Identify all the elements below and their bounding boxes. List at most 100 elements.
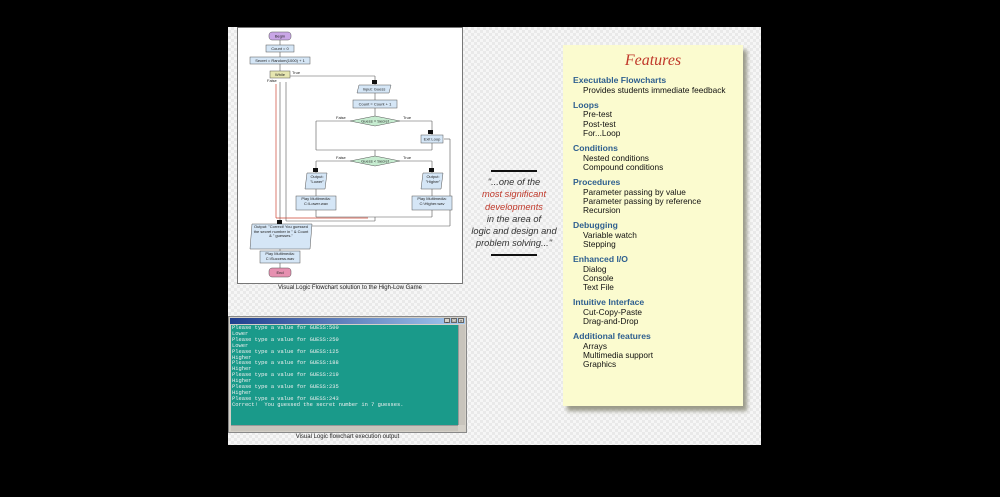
feature-heading: Loops — [573, 99, 599, 110]
fc-end: End — [276, 270, 283, 275]
console-line: Lower — [232, 330, 249, 337]
feature-item: For...Loop — [583, 127, 621, 138]
feature-heading: Executable Flowcharts — [573, 75, 667, 85]
feature-item: Variable watch — [583, 229, 637, 240]
feature-item: Text File — [583, 282, 614, 293]
console-vertical-scrollbar[interactable] — [458, 325, 465, 425]
fc-play-higher: Play Multimedia: C:\Higher.wav — [417, 197, 447, 206]
console-line: Please type a value for GUESS:235 — [232, 384, 339, 391]
console-line: Higher — [232, 378, 252, 385]
feature-heading: Debugging — [573, 220, 618, 231]
quote-line-4: in the area of — [486, 213, 542, 224]
feature-item: Compound conditions — [583, 161, 664, 172]
slide-canvas: Begin Count = 0 Secret = Random(1000) + … — [228, 27, 761, 445]
feature-item: Post-test — [583, 118, 616, 129]
minimize-icon[interactable]: _ — [444, 318, 450, 323]
flowchart-caption: Visual Logic Flowchart solution to the H… — [278, 285, 422, 291]
feature-item: Provides students immediate feedback — [583, 84, 726, 95]
fc-loop-false: False — [267, 78, 278, 83]
console-caption: Visual Logic flowchart execution output — [295, 434, 400, 440]
console-titlebar[interactable] — [230, 318, 465, 324]
flowchart-panel: Begin Count = 0 Secret = Random(1000) + … — [237, 27, 463, 284]
fc-play-higher-box: Play Multimedia: C:\Higher.wav — [417, 197, 447, 206]
fc-cond-less: Guess < Secret — [361, 159, 390, 164]
console-horizontal-scrollbar[interactable] — [231, 425, 458, 431]
console-line: Please type a value for GUESS:125 — [232, 348, 339, 355]
console-line: Please type a value for GUESS:243 — [232, 395, 339, 402]
fc-loop-cond: While — [275, 72, 286, 77]
quote-highlight-1: most significant — [481, 189, 547, 200]
fc-cond-equal-true: True — [403, 115, 412, 120]
feature-item: Parameter passing by value — [583, 186, 686, 197]
quote-highlight-2: developments — [485, 201, 543, 212]
fc-output-correct-box: Output: "Correct! You guessed the secret… — [253, 225, 309, 239]
fc-output-lower-box: Output: "Lower" — [310, 175, 324, 184]
feature-heading: Intuitive Interface — [573, 297, 645, 308]
feature-item: Nested conditions — [583, 152, 649, 163]
fc-exit-loop: Exit Loop — [424, 137, 441, 142]
features-title: Features — [624, 52, 682, 69]
console-window-buttons: _ □ × — [444, 318, 464, 324]
feature-item: Parameter passing by reference — [583, 195, 702, 206]
console-line: Correct! You guessed the secret number i… — [232, 401, 404, 408]
feature-item: Multimedia support — [583, 350, 654, 361]
fc-play-lower: Play Multimedia: C:\Lower.wav — [301, 197, 331, 206]
fc-cond-less-false: False — [336, 155, 347, 160]
feature-item: Recursion — [583, 205, 621, 215]
fc-cond-equal: Guess = Secret — [361, 119, 390, 124]
fc-output-correct: Output: "Correct! You guessed the secret… — [253, 225, 309, 239]
feature-item: Dialog — [583, 263, 607, 274]
console-line: Higher — [232, 366, 252, 373]
fc-output-higher-box: Output: "Higher" — [426, 175, 441, 183]
feature-item: Stepping — [583, 239, 616, 249]
feature-heading: Conditions — [573, 143, 618, 153]
console-line: Please type a value for GUESS:188 — [232, 360, 339, 367]
quote-top-rule — [491, 170, 537, 172]
feature-item: Drag-and-Drop — [583, 316, 639, 327]
quote-line-5: logic and design and — [471, 226, 557, 237]
fc-play-success: Play Multimedia: C:\Success.wav — [265, 252, 295, 261]
feature-heading: Enhanced I/O — [573, 254, 628, 265]
feature-heading: Procedures — [573, 177, 621, 187]
fc-loop-true: True — [292, 70, 301, 75]
fc-output-lower: Output: "Lower" — [310, 175, 324, 184]
feature-heading: Additional features — [573, 331, 651, 342]
maximize-icon[interactable]: □ — [451, 318, 457, 323]
console-line: Please type a value for GUESS:500 — [232, 325, 339, 331]
console-line: Lower — [232, 342, 249, 349]
flowchart-diagram: Begin Count = 0 Secret = Random(1000) + … — [249, 31, 453, 278]
feature-item: Graphics — [583, 359, 617, 370]
quote-text: "...one of the most significant developm… — [469, 176, 559, 250]
fc-cond-less-true: True — [403, 155, 412, 160]
quote-bottom-rule — [491, 253, 537, 256]
fc-begin: Begin — [275, 34, 285, 39]
feature-item: Pre-test — [583, 109, 613, 120]
quote-line-6: problem solving..." — [475, 238, 553, 249]
feature-item: Cut-Copy-Paste — [583, 307, 643, 317]
fc-init-count: Count = 0 — [271, 46, 289, 51]
console-line: Please type a value for GUESS:219 — [232, 372, 339, 379]
console-line: Higher — [232, 354, 252, 361]
testimonial-quote: "...one of the most significant developm… — [469, 170, 559, 256]
close-icon[interactable]: × — [458, 318, 464, 323]
quote-line-1: "...one of the — [487, 177, 541, 187]
fc-play-success-box: Play Multimedia: C:\Success.wav — [265, 252, 295, 261]
fc-input-guess: Input: Guess — [363, 87, 386, 92]
feature-item: Console — [583, 273, 614, 283]
feature-item: Arrays — [583, 341, 607, 351]
fc-init-secret: Secret = Random(1000) + 1 — [255, 58, 305, 63]
console-line: Please type a value for GUESS:250 — [232, 336, 339, 343]
fc-inc-count: Count = Count + 1 — [359, 102, 392, 107]
